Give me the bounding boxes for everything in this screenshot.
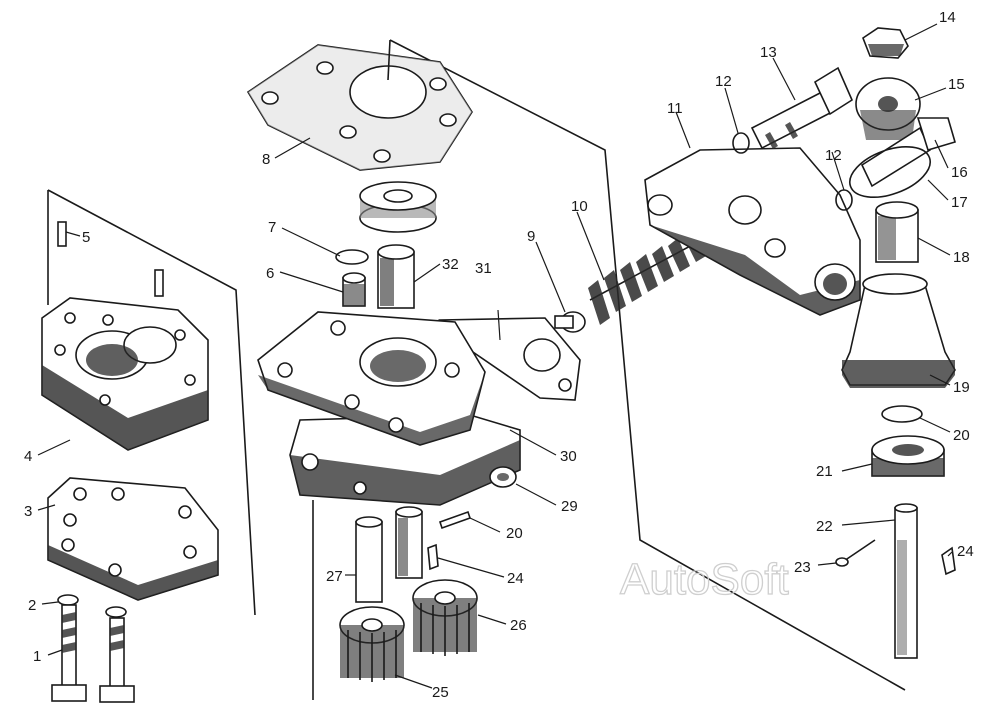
part-labels: 1 2 3 4 5 6 7 8 9 10 11 12 12 13 14 15 1… <box>24 9 974 701</box>
part-23-cotter-pin <box>835 539 876 567</box>
part-17-ring <box>849 146 931 198</box>
part-20-pin <box>438 510 472 530</box>
part-20-ring <box>881 405 923 423</box>
part-4-pump-body <box>41 297 209 451</box>
part-13-bolt <box>750 66 854 150</box>
label-13: 13 <box>760 44 777 61</box>
label-27: 27 <box>326 568 343 585</box>
label-12b: 12 <box>825 147 842 164</box>
part-3-cover-plate <box>47 477 219 601</box>
part-8-gasket <box>246 39 473 171</box>
label-8: 8 <box>262 151 270 168</box>
part-27-shaft <box>355 516 383 603</box>
label-16: 16 <box>951 164 968 181</box>
part-24-key-right <box>941 546 956 576</box>
part-29-nut <box>489 466 517 488</box>
label-20a: 20 <box>506 525 523 542</box>
label-29: 29 <box>561 498 578 515</box>
part-19-cap <box>841 273 956 388</box>
part-9-valve <box>554 311 586 333</box>
label-22: 22 <box>816 518 833 535</box>
label-31: 31 <box>475 260 492 277</box>
label-7: 7 <box>268 219 276 236</box>
part-32-bushing <box>377 244 415 309</box>
assembly-guide-lines <box>47 39 906 700</box>
label-19: 19 <box>953 379 970 396</box>
part-11-valve-housing <box>644 147 861 316</box>
label-5: 5 <box>82 229 90 246</box>
label-12a: 12 <box>715 73 732 90</box>
label-25: 25 <box>432 684 449 701</box>
label-24b: 24 <box>957 543 974 560</box>
part-15-gear <box>855 77 921 140</box>
label-18: 18 <box>953 249 970 266</box>
part-16-bolt <box>860 117 956 188</box>
part-28-shaft <box>395 506 423 579</box>
part-1-bolts <box>51 604 135 703</box>
part-main-housing <box>289 414 521 506</box>
part-7-ring <box>335 249 369 265</box>
label-14: 14 <box>939 9 956 26</box>
part-25-gear <box>339 606 405 682</box>
part-5-dowel-pins <box>57 221 164 297</box>
label-9: 9 <box>527 228 535 245</box>
label-20b: 20 <box>953 427 970 444</box>
label-1: 1 <box>33 648 41 665</box>
label-32: 32 <box>442 256 459 273</box>
part-22-shaft <box>894 503 918 659</box>
label-4: 4 <box>24 448 32 465</box>
part-top-bushing <box>359 181 437 233</box>
part-30-plate <box>257 311 486 446</box>
label-21: 21 <box>816 463 833 480</box>
part-18-bushing <box>875 201 919 263</box>
label-11: 11 <box>667 100 683 117</box>
label-26: 26 <box>510 617 527 634</box>
label-6: 6 <box>266 265 274 282</box>
label-24a: 24 <box>507 570 524 587</box>
label-17: 17 <box>951 194 968 211</box>
label-3: 3 <box>24 503 32 520</box>
part-21-bearing <box>871 435 945 477</box>
part-6-pin <box>342 272 366 307</box>
part-24-key-left <box>427 543 439 571</box>
label-10: 10 <box>571 198 588 215</box>
label-30: 30 <box>560 448 577 465</box>
label-2: 2 <box>28 597 36 614</box>
leader-lines <box>37 23 953 689</box>
part-14-castle-nut <box>862 27 909 59</box>
label-15: 15 <box>948 76 965 93</box>
label-23: 23 <box>794 559 811 576</box>
part-26-gear <box>412 579 478 656</box>
watermark-text: AutoSoft <box>620 555 789 604</box>
